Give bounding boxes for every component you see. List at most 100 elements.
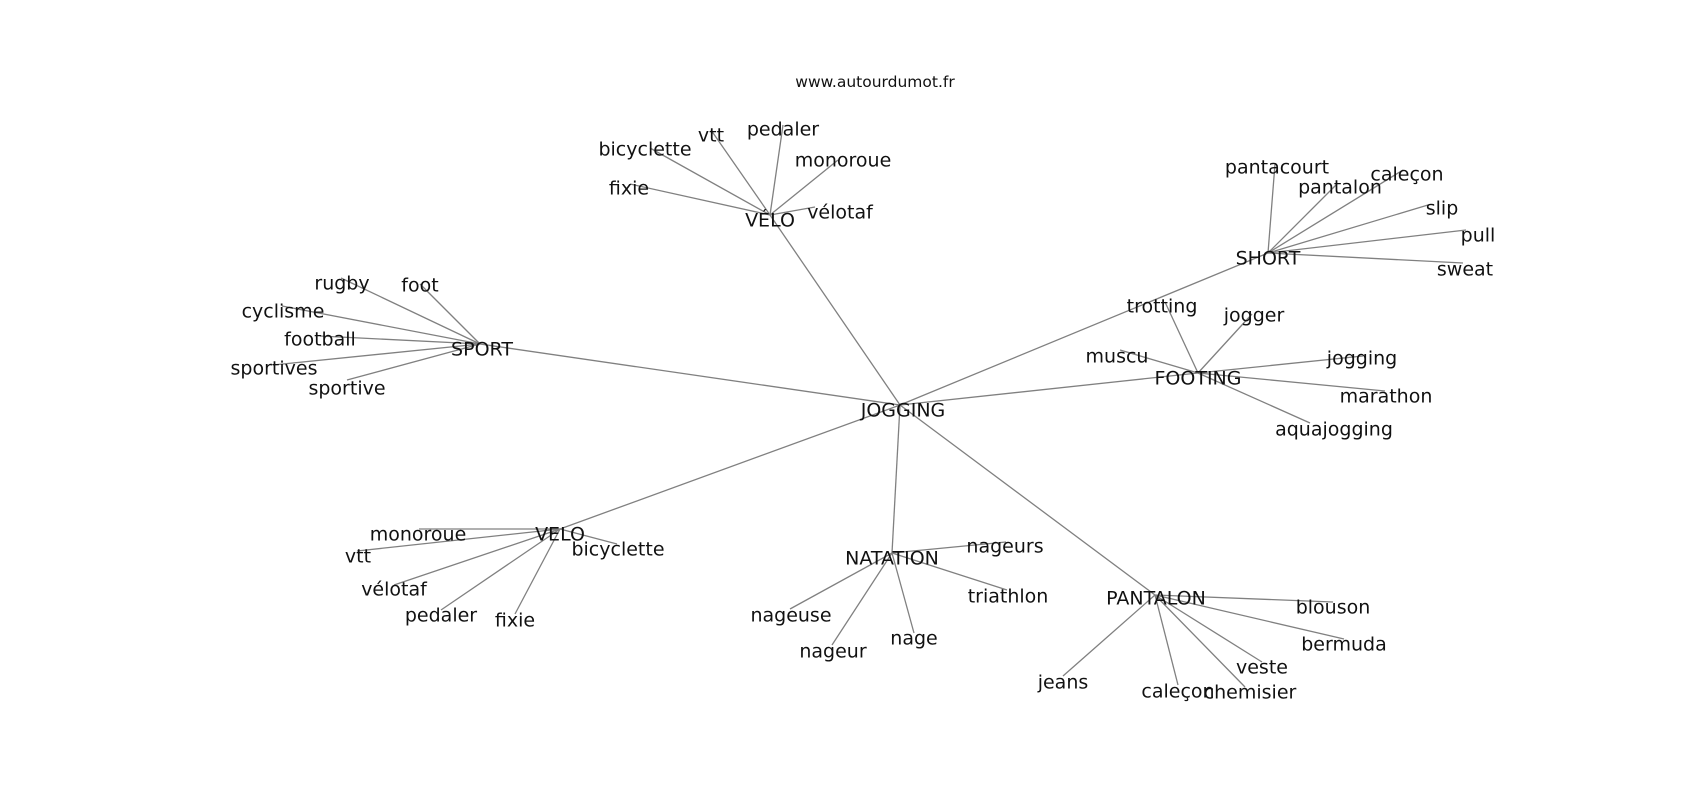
edge-velo-to-monoroue-0 [769, 159, 839, 216]
center-node-label[interactable]: JOGGING [860, 400, 946, 422]
edge-pantalon-to-jeans-6 [1062, 594, 1156, 677]
edge-velo-to-pedaler-4 [440, 528, 561, 611]
edge-velo-to-bicyclette-4 [559, 528, 618, 545]
edge-center-to-velo-4 [559, 404, 901, 530]
edge-velo-to-vtt-0 [710, 129, 771, 216]
edge-sport-to-sportives-1 [272, 343, 481, 366]
hub-node-pantalon-6[interactable]: PANTALON [1106, 588, 1206, 610]
word-node-pull-2[interactable]: pull [1461, 225, 1496, 247]
word-node-monoroue-4[interactable]: monoroue [370, 524, 467, 546]
word-node-veste-6[interactable]: veste [1236, 657, 1288, 679]
word-node-fixie-4[interactable]: fixie [495, 610, 535, 632]
edge-center-to-pantalon-6 [899, 404, 1156, 596]
edge-center-to-natation-5 [891, 404, 901, 554]
word-node-muscu-3[interactable]: muscu [1086, 346, 1149, 368]
edge-sport-to-sportive-1 [346, 343, 481, 381]
word-node-velotaf-4[interactable]: vélotaf [361, 579, 428, 601]
edge-velo-to-velotaf-4 [393, 528, 561, 586]
word-node-trotting-3[interactable]: trotting [1127, 296, 1198, 318]
site-url: www.autourdumot.fr [795, 73, 955, 91]
hub-node-sport-1[interactable]: SPORT [451, 339, 513, 361]
edges-layer [272, 124, 1467, 688]
word-node-nageurs-5[interactable]: nageurs [966, 536, 1043, 558]
word-node-jogging-3[interactable]: jogging [1326, 348, 1397, 370]
word-node-aquajogging-3[interactable]: aquajogging [1275, 419, 1393, 441]
word-node-vtt-4[interactable]: vtt [345, 546, 371, 568]
edge-footing-to-aquajogging-3 [1197, 372, 1311, 424]
edge-natation-to-triathlon-5 [891, 552, 1008, 591]
word-node-marathon-3[interactable]: marathon [1340, 386, 1433, 408]
edge-center-to-short-2 [899, 252, 1269, 406]
word-node-sweat-2[interactable]: sweat [1437, 259, 1493, 281]
edge-footing-to-trotting-3 [1164, 301, 1199, 374]
word-node-nageuse-5[interactable]: nageuse [750, 605, 831, 627]
edge-velo-to-fixie-4 [514, 528, 561, 615]
word-node-fixie-0[interactable]: fixie [609, 178, 649, 200]
word-node-bicyclette-0[interactable]: bicyclette [598, 139, 691, 161]
edge-footing-to-marathon-3 [1197, 372, 1386, 392]
hub-node-footing-3[interactable]: FOOTING [1155, 368, 1242, 390]
word-node-calecon-6[interactable]: caleçon [1141, 681, 1214, 703]
word-node-pantalon-2[interactable]: pantalon [1298, 177, 1382, 199]
edge-center-to-velo-0 [769, 214, 901, 406]
word-node-rugby-1[interactable]: rugby [314, 273, 369, 295]
edge-short-to-pantalon-2 [1267, 183, 1338, 254]
edge-short-to-pantacourt-2 [1267, 163, 1276, 254]
edge-velo-to-pedaler-0 [769, 124, 784, 216]
word-node-calecon-2[interactable]: caleçon [1370, 164, 1443, 186]
edge-sport-to-foot-1 [419, 283, 481, 345]
edge-natation-to-nage-5 [891, 552, 915, 634]
word-node-bermuda-6[interactable]: bermuda [1301, 634, 1386, 656]
word-node-football-1[interactable]: football [284, 329, 356, 351]
edge-sport-to-football-1 [319, 335, 481, 345]
word-node-foot-1[interactable]: foot [401, 275, 438, 297]
edge-footing-to-jogger-3 [1197, 313, 1253, 374]
word-node-pedaler-4[interactable]: pedaler [405, 605, 477, 627]
edge-short-to-calecon-2 [1267, 169, 1404, 254]
edge-velo-to-vtt-4 [356, 528, 561, 552]
edge-natation-to-nageur-5 [831, 552, 893, 646]
edge-sport-to-cyclisme-1 [281, 305, 481, 345]
hub-node-natation-5[interactable]: NATATION [845, 548, 939, 570]
edge-short-to-pull-2 [1267, 229, 1467, 254]
word-node-blouson-6[interactable]: blouson [1296, 597, 1371, 619]
word-node-sportives-1[interactable]: sportives [231, 358, 318, 380]
word-node-pedaler-0[interactable]: pedaler [747, 119, 819, 141]
edge-footing-to-muscu-3 [1119, 349, 1199, 374]
edge-velo-to-fixie-0 [629, 183, 771, 216]
hub-node-short-2[interactable]: SHORT [1236, 248, 1301, 270]
edge-pantalon-to-chemisier-6 [1154, 594, 1246, 688]
word-node-sportive-1[interactable]: sportive [308, 378, 385, 400]
word-node-velotaf-0[interactable]: vélotaf [807, 202, 874, 224]
edge-center-to-sport-1 [479, 343, 901, 406]
word-node-chemisier-6[interactable]: chemisier [1204, 682, 1297, 704]
word-node-slip-2[interactable]: slip [1426, 198, 1459, 220]
labels-layer: JOGGING VÉLO bicyclette vtt pedaler monoroue f… [231, 119, 1496, 704]
edge-natation-to-nageurs-5 [891, 541, 1007, 554]
edge-pantalon-to-calecon-6 [1154, 594, 1179, 686]
edge-short-to-sweat-2 [1267, 252, 1464, 264]
edge-velo-to-velotaf-0 [769, 206, 816, 216]
edge-footing-to-jogging-3 [1197, 355, 1364, 374]
word-node-triathlon-5[interactable]: triathlon [968, 586, 1049, 608]
edge-pantalon-to-veste-6 [1154, 594, 1263, 663]
word-node-cyclisme-1[interactable]: cyclisme [242, 301, 325, 323]
word-node-nageur-5[interactable]: nageur [799, 641, 866, 663]
edge-pantalon-to-blouson-6 [1154, 594, 1334, 603]
edge-sport-to-rugby-1 [340, 277, 481, 345]
word-node-monoroue-0[interactable]: monoroue [795, 150, 892, 172]
edge-short-to-slip-2 [1267, 204, 1429, 254]
edge-velo-to-bicyclette-0 [649, 147, 771, 216]
word-node-jeans-6[interactable]: jeans [1037, 672, 1089, 694]
hub-node-velo-0[interactable]: VÉLO [745, 209, 795, 232]
word-node-jogger-3[interactable]: jogger [1223, 305, 1285, 327]
word-node-pantacourt-2[interactable]: pantacourt [1225, 157, 1329, 179]
edge-natation-to-nageuse-5 [789, 552, 893, 610]
edge-pantalon-to-bermuda-6 [1154, 594, 1345, 640]
word-node-vtt-0[interactable]: vtt [698, 125, 724, 147]
word-node-bicyclette-4[interactable]: bicyclette [571, 539, 664, 561]
edge-center-to-footing-3 [899, 372, 1199, 406]
word-node-nage-5[interactable]: nage [890, 628, 937, 650]
hub-node-velo-4[interactable]: VELO [535, 524, 585, 546]
